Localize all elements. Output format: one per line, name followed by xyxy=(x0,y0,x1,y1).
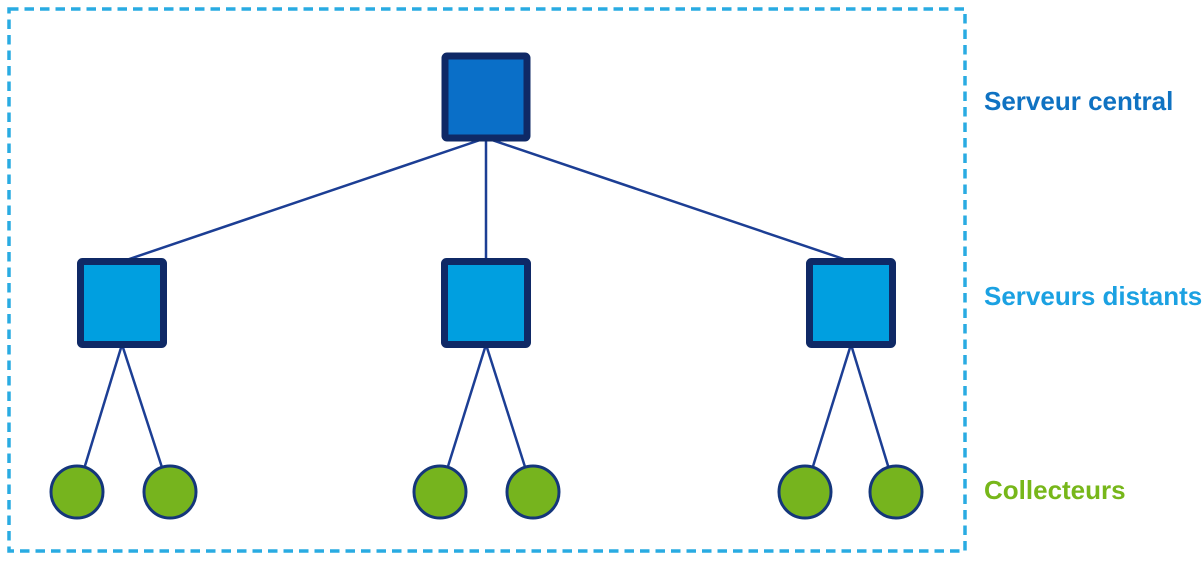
collector-node xyxy=(142,464,198,520)
connector-line xyxy=(485,136,852,263)
label-serveur-central: Serveur central xyxy=(984,86,1174,116)
remote-server-node xyxy=(441,258,531,348)
remote-server-node xyxy=(77,258,167,348)
dashed-frame xyxy=(7,7,967,553)
central-server-node xyxy=(441,52,531,142)
label-serveurs-distants: Serveurs distants xyxy=(984,281,1203,311)
collector-node xyxy=(868,464,924,520)
collector-node xyxy=(412,464,468,520)
label-collecteurs: Collecteurs xyxy=(984,475,1126,505)
collector-node xyxy=(777,464,833,520)
collector-node xyxy=(49,464,105,520)
remote-server-node xyxy=(806,258,896,348)
connector-line xyxy=(121,136,487,263)
collector-node xyxy=(505,464,561,520)
